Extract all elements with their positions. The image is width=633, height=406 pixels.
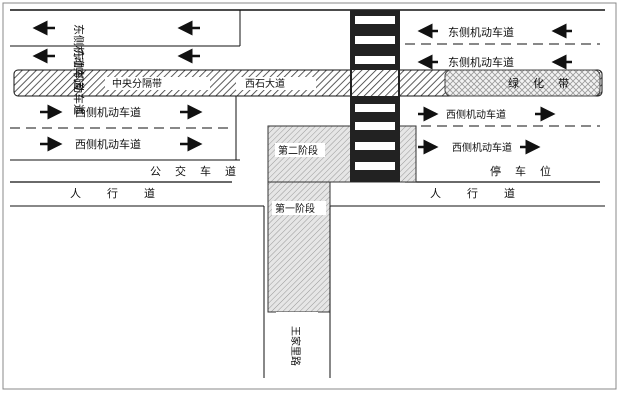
frame-border <box>2 2 617 390</box>
label-right-west-lane-2: 西侧机动车道 <box>452 141 512 154</box>
label-right-west-lane-1: 西侧机动车道 <box>446 108 506 121</box>
label-stage-2: 第二阶段 <box>278 144 318 157</box>
label-north-east-lane-1: 东侧机动车道 <box>72 24 86 90</box>
median-label-box <box>105 77 210 90</box>
crosswalk <box>350 10 400 182</box>
label-south-west-lane-1: 西侧机动车道 <box>75 105 141 119</box>
side-road-body <box>276 312 318 378</box>
label-south-west-lane-2: 西侧机动车道 <box>75 137 141 151</box>
label-bus-lane: 公交车道 <box>150 164 250 178</box>
label-right-east-lane-1: 东侧机动车道 <box>448 25 514 39</box>
stage-2-label-bg <box>275 143 325 157</box>
label-main-road: 西石大道 <box>245 77 285 90</box>
label-median: 中央分隔带 <box>112 77 162 90</box>
label-green-belt: 绿化带 <box>508 76 583 90</box>
parking-marker <box>462 162 480 176</box>
road-name-box <box>236 77 316 90</box>
label-north-east-lane-2: 东侧机动车道 <box>72 49 86 115</box>
green-belt-shape <box>444 69 601 97</box>
label-parking: 停车位 <box>490 164 565 178</box>
label-sidewalk-right: 人行道 <box>430 186 541 200</box>
label-sidewalk-left: 人行道 <box>70 186 181 200</box>
label-stage-1: 第一阶段 <box>275 202 315 215</box>
arrows-right <box>417 23 572 155</box>
label-side-road: 王家里路 <box>289 326 302 366</box>
stage-1-label-bg <box>272 201 326 215</box>
label-right-east-lane-2: 东侧机动车道 <box>448 55 514 69</box>
arrows-left <box>32 20 203 152</box>
